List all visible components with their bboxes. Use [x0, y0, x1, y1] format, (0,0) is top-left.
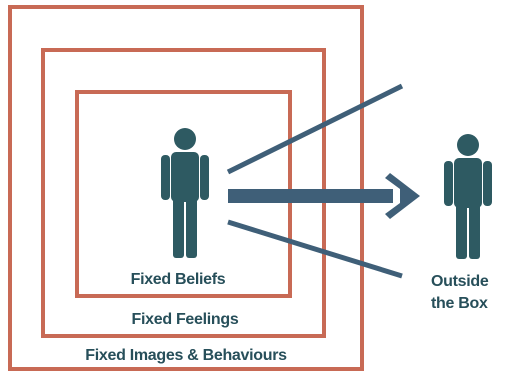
- fixed-beliefs-label: Fixed Beliefs: [130, 271, 226, 288]
- lower-diverging-line: [227, 219, 403, 279]
- outer-box: [8, 5, 364, 371]
- upper-diverging-line: [226, 83, 404, 175]
- outside-label-line2: the Box: [431, 295, 488, 312]
- person-icon: [161, 128, 209, 258]
- person-icon: [444, 134, 492, 259]
- outside-the-box-label: Outside the Box: [431, 271, 489, 315]
- outside-label-line1: Outside: [431, 273, 489, 290]
- fixed-images-behaviours-label: Fixed Images & Behaviours: [85, 347, 287, 364]
- fixed-feelings-label: Fixed Feelings: [131, 311, 239, 328]
- main-arrow: [228, 173, 420, 219]
